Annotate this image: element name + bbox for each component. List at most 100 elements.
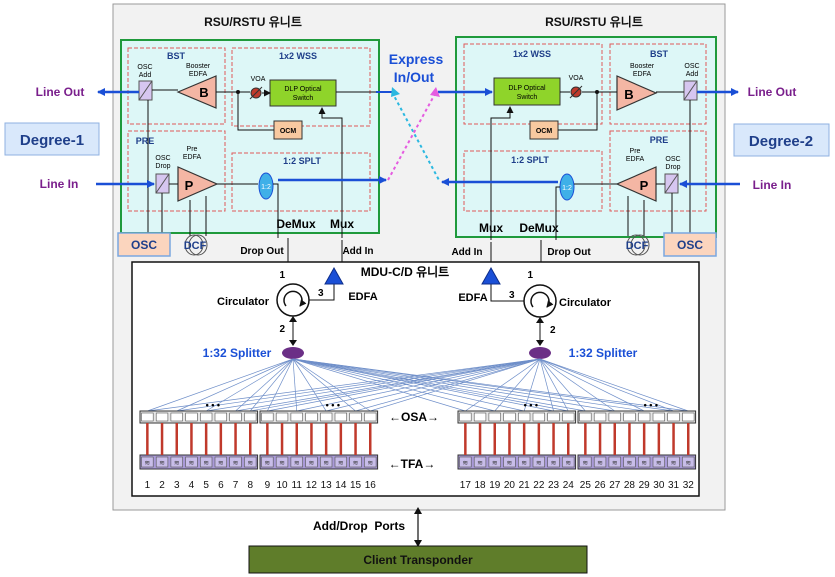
- booster-label-right-1: Booster: [630, 63, 655, 70]
- port-number: 18: [474, 480, 486, 491]
- fanout-line: [235, 358, 541, 412]
- port-number: 26: [594, 480, 606, 491]
- fanout-line: [147, 358, 541, 412]
- port-number: 16: [365, 480, 377, 491]
- voa-label-left: VOA: [251, 76, 266, 83]
- fanout-line: [292, 358, 645, 412]
- tfa-cell: [488, 456, 501, 468]
- tfa-filter-symbol: ≋: [612, 460, 618, 467]
- tfa-filter-symbol: ≋: [189, 460, 195, 467]
- port-number: 1: [145, 480, 151, 491]
- tfa-cell: [319, 456, 333, 468]
- tfa-filter-symbol: ≋: [597, 460, 603, 467]
- osc-left-label: OSC: [131, 238, 157, 252]
- tfa-cell: [200, 456, 213, 468]
- tfa-filter-symbol: ≋: [144, 460, 150, 467]
- tfa-filter-symbol: ≋: [309, 460, 315, 467]
- tfa-cell: [473, 456, 487, 468]
- dcf-coil-left: [184, 234, 208, 256]
- tfa-cell: [364, 456, 377, 468]
- degree-1-box: [4, 122, 100, 156]
- fanout-line: [205, 358, 294, 412]
- bst-box-left: [127, 47, 226, 125]
- fanout-line: [539, 358, 554, 412]
- fanout-line: [206, 358, 541, 412]
- tfa-filter-symbol: ≋: [159, 460, 165, 467]
- dlp-switch-right-l2: Switch: [517, 94, 538, 101]
- port-number: 7: [233, 480, 239, 491]
- fanout-line: [539, 358, 645, 412]
- tfa-filter-symbol: ≋: [477, 460, 483, 467]
- port-number: 32: [683, 480, 695, 491]
- fanout-line: [292, 358, 466, 412]
- dlp-switch-left: [269, 79, 337, 107]
- tfa-label: ←TFA→: [389, 457, 436, 471]
- fanout-line: [539, 358, 569, 412]
- port1-left: 1: [279, 270, 285, 281]
- osa-array: [259, 410, 379, 424]
- osa-cell: [200, 412, 213, 422]
- tfa-filter-symbol: ≋: [507, 460, 513, 467]
- fanout-line: [494, 358, 541, 412]
- osa-cell: [517, 412, 531, 422]
- pre-box-right: [609, 130, 707, 212]
- osa-cell: [488, 412, 501, 422]
- tfa-cell: [244, 456, 257, 468]
- tfa-filter-symbol: ≋: [203, 460, 209, 467]
- pre-edfa-label-left-1: Pre: [187, 146, 198, 153]
- booster-amp-left-letter: B: [199, 85, 208, 100]
- rsu-left-title: RSU/RSTU 유니트: [204, 14, 302, 29]
- circulator-right: [523, 284, 557, 318]
- osc-drop-label-right-1: OSC: [665, 156, 680, 163]
- tfa-filter-symbol: ≋: [551, 460, 557, 467]
- splitter-1x32-right-label: 1:32 Splitter: [569, 346, 638, 360]
- edfa-left-label: EDFA: [348, 291, 377, 303]
- more-ports-dots: • • •: [206, 400, 220, 410]
- osa-cell: [290, 412, 303, 422]
- splitter-1x2-right-label: 1:2: [562, 185, 572, 192]
- rsu-left-module: [120, 39, 380, 234]
- bst-box-right: [609, 43, 707, 125]
- wss-box-right: [463, 43, 603, 125]
- pre-amp-left-letter: P: [185, 178, 194, 193]
- tfa-filter-symbol: ≋: [218, 460, 224, 467]
- fanout-line: [292, 358, 298, 412]
- circulator-left-label: Circulator: [217, 296, 270, 308]
- rsu-left: RSU/RSTU 유니트 BST OSC Add Booster EDFA B …: [96, 14, 392, 257]
- splt-box-left: [231, 152, 371, 212]
- splitter-1x32-left: [282, 347, 304, 359]
- port-number: 15: [350, 480, 362, 491]
- more-ports-dots: • • •: [644, 400, 658, 410]
- tfa-cell: [652, 456, 665, 468]
- osa-cell: [334, 412, 347, 422]
- tfa-cell: [275, 456, 289, 468]
- tfa-cell: [459, 456, 472, 468]
- tfa-filter-symbol: ≋: [279, 460, 285, 467]
- tfa-filter-symbol: ≋: [233, 460, 239, 467]
- osa-cell: [185, 412, 198, 422]
- wss-title-left: 1x2 WSS: [279, 51, 317, 61]
- osa-cell: [170, 412, 183, 422]
- port2-left: 2: [279, 324, 285, 335]
- port1-right: 1: [527, 270, 533, 281]
- splitter-1x32-right: [529, 347, 551, 359]
- tfa-cell: [141, 456, 154, 468]
- tfa-cell: [185, 456, 198, 468]
- osc-add-label-left-1: OSC: [137, 64, 152, 71]
- osa-cell: [667, 412, 680, 422]
- fanout-line: [539, 358, 615, 412]
- port-number: 30: [653, 480, 665, 491]
- fanout-line: [267, 358, 294, 412]
- port-number: 4: [189, 480, 195, 491]
- dcf-coil-right: [626, 234, 650, 256]
- splitter-fanout: [147, 358, 689, 412]
- demux-label-right: DeMux: [519, 221, 559, 235]
- tfa-filter-symbol: ≋: [294, 460, 300, 467]
- tfa-filter-symbol: ≋: [353, 460, 359, 467]
- tfa-cell: [623, 456, 636, 468]
- splitter-1x2-left: [258, 172, 274, 200]
- port-number: 12: [306, 480, 318, 491]
- fanout-line: [267, 358, 541, 412]
- osc-box-left: [117, 232, 171, 257]
- tfa-cell: [155, 456, 169, 468]
